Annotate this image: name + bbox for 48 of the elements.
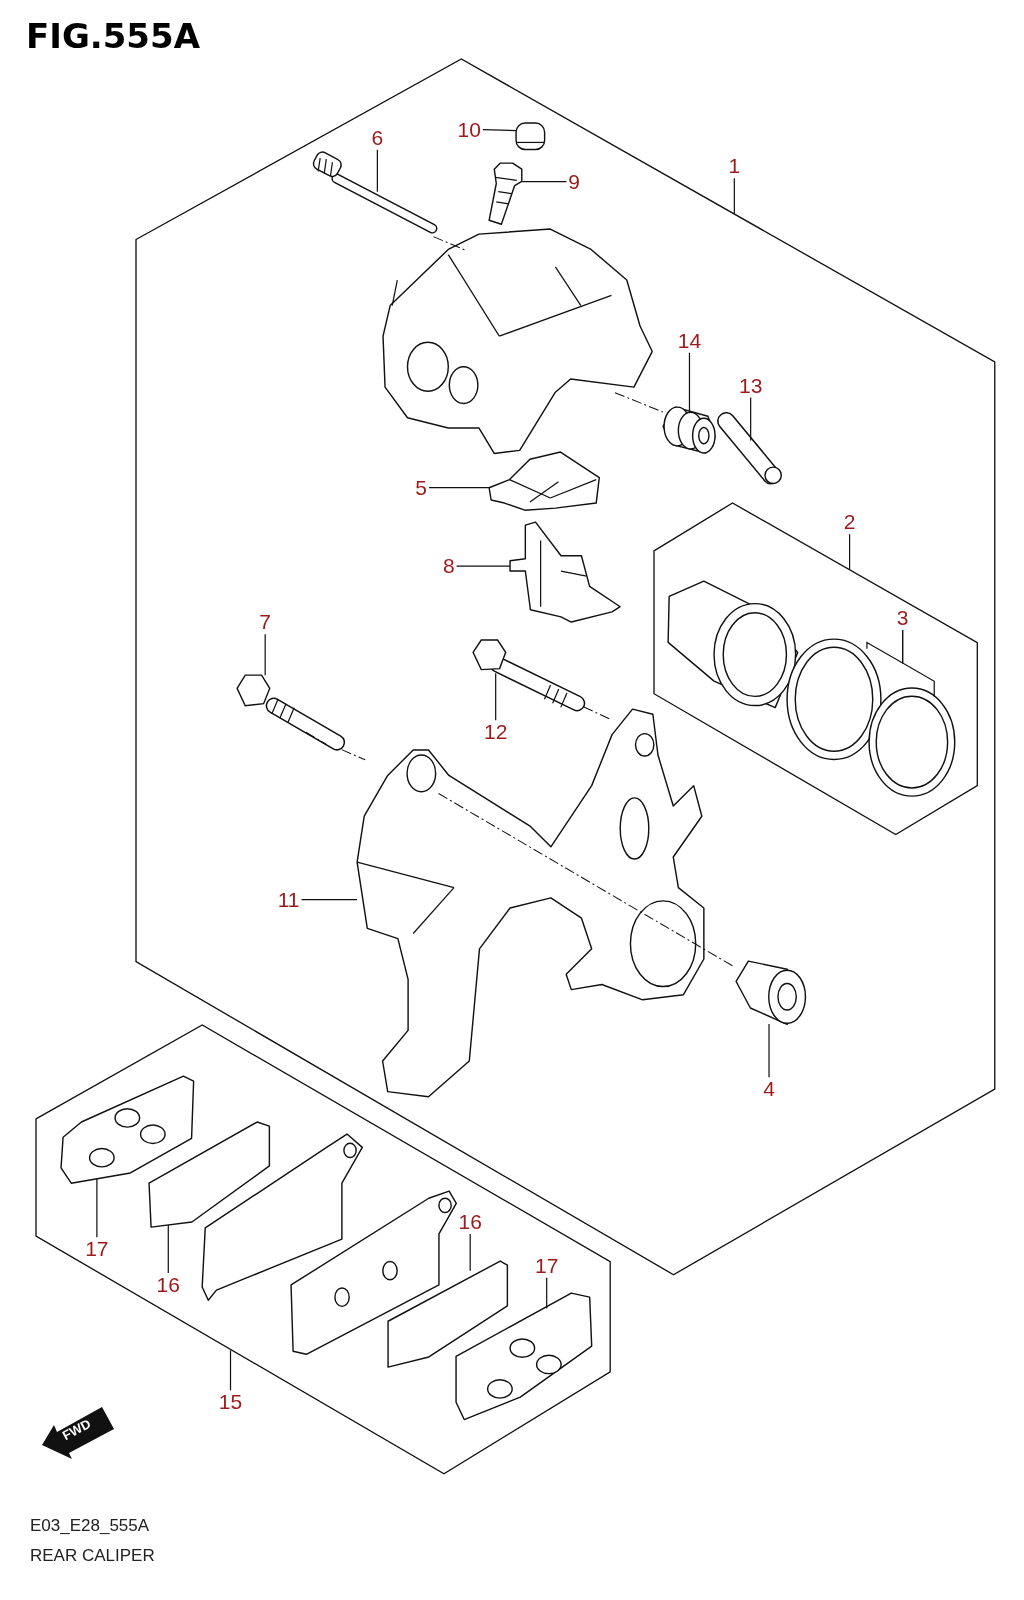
- callout-number: 9: [568, 170, 581, 193]
- callout-number: 2: [843, 511, 856, 534]
- callout-number: 3: [896, 607, 909, 630]
- callout-number: 4: [763, 1078, 775, 1101]
- callout-number: 17: [535, 1254, 559, 1277]
- leader-line: [428, 486, 491, 489]
- leader-line: [688, 352, 691, 412]
- callout-number: 12: [484, 721, 508, 744]
- callout-number: 6: [371, 126, 384, 149]
- figure-title: FIG.555A: [26, 16, 200, 56]
- callout-number: 13: [738, 374, 763, 397]
- leader-line: [264, 633, 266, 676]
- leader-line: [495, 672, 497, 721]
- leader-line: [300, 898, 358, 901]
- callout-number: 5: [415, 476, 428, 499]
- leader-line: [229, 1349, 232, 1391]
- callout-number: 8: [442, 555, 455, 578]
- leader-line: [902, 629, 935, 698]
- pad-shim-drawing: [452, 1289, 595, 1423]
- leader-line: [376, 149, 378, 193]
- parts-group-outline: [653, 502, 978, 835]
- leader-line: [546, 1277, 548, 1310]
- callout-number: 16: [458, 1210, 482, 1233]
- parts-group-outline: [35, 1025, 610, 1474]
- leader-line: [96, 1178, 98, 1238]
- leader-line: [521, 180, 567, 183]
- leader-line: [750, 396, 752, 442]
- leader-line: [482, 128, 517, 132]
- pad-shim-drawing: [146, 1119, 272, 1229]
- leader-line: [768, 1023, 770, 1078]
- leader-line: [849, 533, 851, 570]
- leader-line: [456, 565, 511, 567]
- bleeder-cap-drawing: [513, 120, 548, 153]
- callout-number: 11: [277, 888, 300, 911]
- callout-number: 1: [728, 155, 741, 178]
- direction-label: FWD: [60, 1416, 94, 1444]
- callout-number: 15: [218, 1391, 243, 1414]
- callout-number: 7: [259, 611, 271, 634]
- leader-line: [167, 1224, 169, 1274]
- diagram-caption: REAR CALIPER: [30, 1546, 155, 1566]
- diagram-code: E03_E28_555A: [30, 1516, 150, 1536]
- leader-line: [469, 1233, 471, 1272]
- callout-number: 17: [85, 1238, 109, 1261]
- callout-number: 16: [156, 1274, 180, 1297]
- leader-line: [733, 177, 735, 215]
- caliper-body-drawing: [382, 226, 656, 456]
- callout-number: 14: [677, 329, 702, 352]
- callout-number: 10: [457, 118, 481, 141]
